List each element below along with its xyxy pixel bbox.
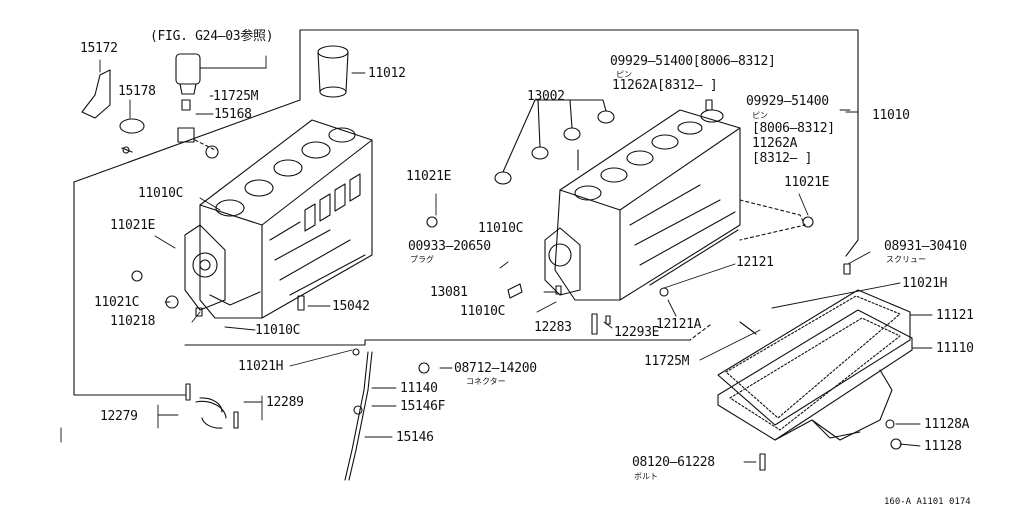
part-label: 11725M <box>644 354 690 369</box>
part-label: 11021H <box>902 276 948 291</box>
part-label: 11128A <box>924 417 970 432</box>
part-label: 15042 <box>332 299 370 314</box>
right-cylinder-block <box>544 109 806 301</box>
part-label: 11121 <box>936 308 974 323</box>
part-label: 11128 <box>924 439 962 454</box>
part-label: 08712—14200 <box>454 361 537 376</box>
part-label: 12289 <box>266 395 304 410</box>
note-label: プラグ <box>410 255 434 264</box>
part-label: 12293E <box>614 325 660 340</box>
note-label: ボルト <box>634 472 658 481</box>
part-label: 110218 <box>110 314 156 329</box>
part-label: 11010 <box>872 108 910 123</box>
part-label: 12121A <box>656 317 702 332</box>
part-label: 11010C <box>478 221 524 236</box>
thrust-washers <box>185 383 239 429</box>
part-label: 11021E <box>784 175 830 190</box>
note-label: ピン <box>752 111 768 120</box>
part-label: 11262A[8312— ] <box>612 78 718 93</box>
part-label: 11010C <box>255 323 301 338</box>
part-label: 13002 <box>527 89 565 104</box>
part-label: 08120—61228 <box>632 455 715 470</box>
part-label: [8312— ] <box>752 151 813 166</box>
drawing-id: 160-A A1101 0174 <box>884 497 971 507</box>
group-boundary-lines <box>73 29 859 396</box>
oil-filter-assembly <box>81 53 219 159</box>
part-label: 08931—30410 <box>884 239 967 254</box>
oil-pan-assembly <box>717 289 913 441</box>
part-label: 11010C <box>138 186 184 201</box>
part-label: 11140 <box>400 381 438 396</box>
part-label: 11010C <box>460 304 506 319</box>
oil-level-gauge <box>344 348 373 481</box>
left-cylinder-block <box>184 119 373 319</box>
part-label: 12283 <box>534 320 572 335</box>
part-label: 11110 <box>936 341 974 356</box>
part-label: 15146 <box>396 430 434 445</box>
part-label: 12121 <box>736 255 774 270</box>
part-label: 13081 <box>430 285 468 300</box>
part-label: 15178 <box>118 84 156 99</box>
part-label: 11021C <box>94 295 140 310</box>
part-label: 15172 <box>80 41 118 56</box>
part-label: 15146F <box>400 399 446 414</box>
figure-reference-label: (FIG. G24—03参照) <box>150 29 274 44</box>
cylinder-liner <box>317 45 349 98</box>
fastener-glyphs <box>131 216 902 471</box>
note-label: ピン <box>616 70 632 79</box>
main-bearing-set <box>494 99 713 185</box>
note-label: コネクター <box>466 377 506 386</box>
part-label: 09929—51400 <box>746 94 829 109</box>
part-label: 09929—51400[8006—8312] <box>610 54 776 69</box>
part-label: 11012 <box>368 66 406 81</box>
part-label: 00933—20650 <box>408 239 491 254</box>
part-label: 11021E <box>110 218 156 233</box>
part-label: 15168 <box>214 107 252 122</box>
part-label: 11021H <box>238 359 284 374</box>
leader-lines <box>60 55 933 463</box>
part-label: 11021E <box>406 169 452 184</box>
part-label: [8006—8312] <box>752 121 835 136</box>
part-label: 11725M <box>213 89 259 104</box>
note-label: スクリュー <box>886 255 926 264</box>
part-label: 11262A <box>752 136 798 151</box>
part-label: 12279 <box>100 409 138 424</box>
